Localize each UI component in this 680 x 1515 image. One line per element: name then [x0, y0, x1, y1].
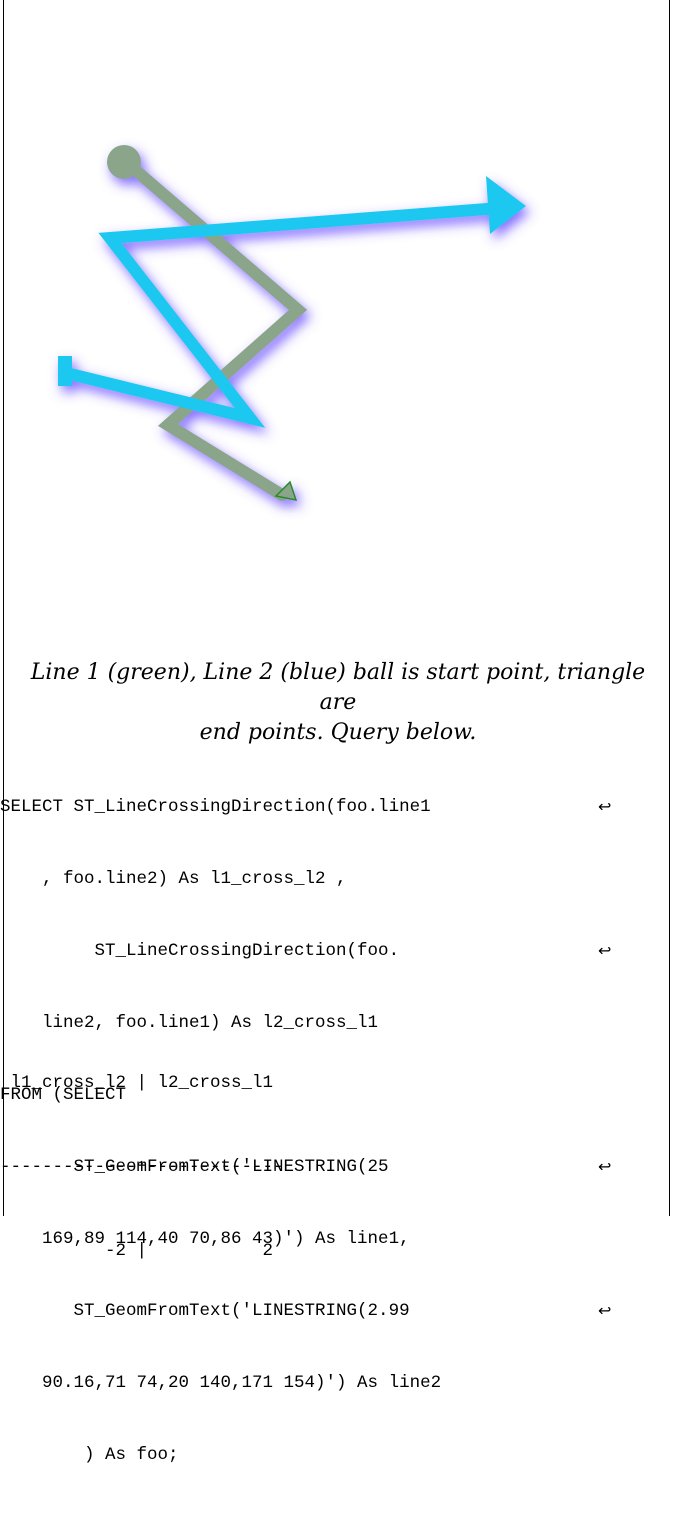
code-line: line2, foo.line1) As l2_cross_l1	[0, 1013, 379, 1033]
code-line: ) As foo;	[0, 1445, 179, 1465]
code-text: ST_LineCrossingDirection(foo.	[0, 941, 400, 961]
code-line: 90.16,71 74,20 140,171 154)') As line2	[0, 1373, 442, 1393]
line2-start-ball	[58, 356, 72, 386]
continuation-arrow-icon: ↩	[598, 941, 612, 960]
right-border	[669, 0, 670, 1216]
line2-blue	[60, 202, 501, 428]
figure-caption: Line 1 (green), Line 2 (blue) ball is st…	[14, 658, 662, 748]
code-line: FROM (SELECT	[0, 1085, 127, 1105]
caption-line-1: Line 1 (green), Line 2 (blue) ball is st…	[30, 660, 646, 715]
continuation-arrow-icon: ↩	[598, 797, 612, 816]
caption-line-2: end points. Query below.	[199, 720, 477, 745]
continuation-arrow-icon: ↩	[598, 1157, 612, 1176]
code-line: ST_LineCrossingDirection(foo. ↩	[0, 939, 668, 963]
result-row: -2 | 2	[0, 1241, 274, 1261]
line-crossing-figure	[58, 145, 526, 501]
code-text: ST_GeomFromText('LINESTRING(25	[0, 1157, 400, 1177]
code-line: SELECT ST_LineCrossingDirection(foo.line…	[0, 795, 668, 819]
line1-end-triangle	[274, 480, 298, 501]
line1-start-ball	[107, 145, 141, 179]
result-separator: -------------+-------------	[0, 1157, 284, 1177]
code-line: , foo.line2) As l1_cross_l2 ,	[0, 869, 347, 889]
query-result: l1_cross_l2 | l2_cross_l1 -------------+…	[0, 1013, 668, 1321]
code-text: SELECT ST_LineCrossingDirection(foo.line…	[0, 797, 431, 817]
line1-green	[120, 156, 308, 501]
line2-end-triangle	[486, 176, 526, 234]
document-page: Line 1 (green), Line 2 (blue) ball is st…	[0, 0, 670, 1465]
code-line: ST_GeomFromText('LINESTRING(25 ↩	[0, 1155, 668, 1179]
result-header: l1_cross_l2 | l2_cross_l1	[0, 1073, 274, 1093]
left-border	[3, 0, 4, 1216]
